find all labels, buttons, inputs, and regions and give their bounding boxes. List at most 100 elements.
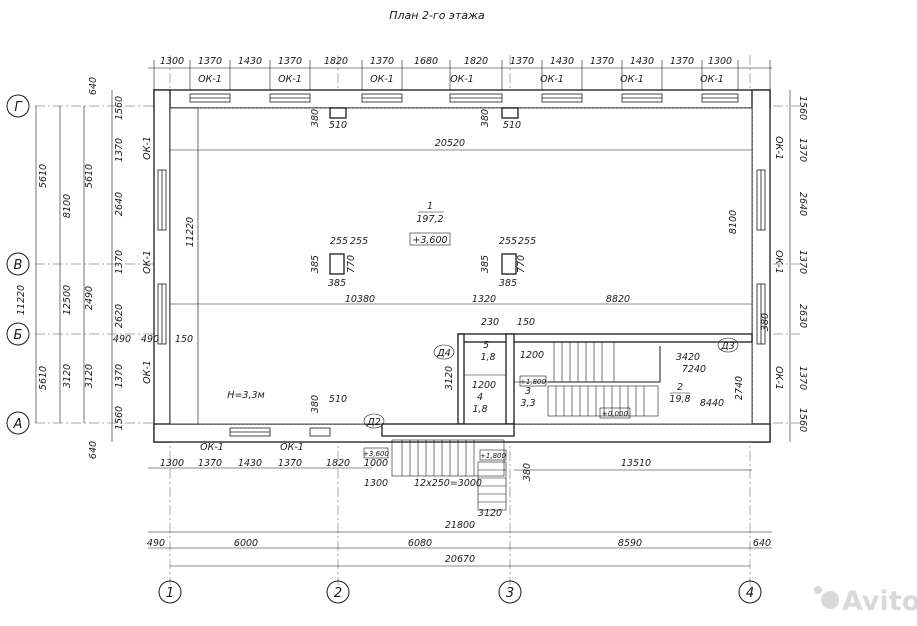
- room-4-label: 4 1,8: [472, 392, 487, 415]
- svg-text:1430: 1430: [238, 458, 262, 469]
- svg-text:+1,800: +1,800: [520, 378, 546, 386]
- svg-text:1370: 1370: [198, 458, 222, 469]
- svg-text:1820: 1820: [326, 458, 350, 469]
- svg-text:1560: 1560: [114, 96, 125, 120]
- plan-title: План 2-го этажа: [389, 9, 485, 22]
- svg-text:5610: 5610: [38, 366, 49, 390]
- svg-text:8440: 8440: [700, 398, 724, 409]
- left-windows: [157, 169, 167, 345]
- window-label: ОК-1: [278, 74, 302, 85]
- pil-dim-510: 510: [329, 120, 347, 131]
- top-dim-8: 1820: [464, 56, 488, 67]
- svg-text:380: 380: [522, 463, 533, 481]
- window-label: ОК-1: [142, 136, 153, 160]
- top-dim-1: 1300: [160, 56, 184, 67]
- svg-text:2740: 2740: [734, 376, 745, 400]
- svg-text:2640: 2640: [114, 192, 125, 216]
- col-dim-385: 385: [310, 255, 321, 273]
- svg-text:1370: 1370: [797, 250, 808, 274]
- top-dim-5: 1820: [324, 56, 348, 67]
- watermark-text: Avito: [842, 586, 917, 617]
- svg-text:1300: 1300: [160, 458, 184, 469]
- window-label: ОК-1: [280, 442, 304, 453]
- axis-letter-a: А: [13, 417, 23, 432]
- svg-text:150: 150: [175, 334, 193, 345]
- svg-text:1370: 1370: [797, 138, 808, 162]
- svg-text:2640: 2640: [797, 192, 808, 216]
- top-dim-2: 1370: [198, 56, 222, 67]
- top-dim-6: 1370: [370, 56, 394, 67]
- col-dim-510: 385: [328, 278, 346, 289]
- axis-number-4: 4: [746, 586, 754, 601]
- top-dimension-chain: 1300 1370 1430 1370 1820 1370 1680 1820 …: [148, 56, 772, 90]
- door-d2: Д2: [366, 417, 380, 428]
- top-dim-4: 1370: [278, 56, 302, 67]
- pil-dim-380b: 380: [480, 109, 491, 127]
- svg-text:490: 490: [147, 538, 165, 549]
- window-label: ОК-1: [773, 366, 784, 390]
- top-dim-14: 1300: [708, 56, 732, 67]
- col-dim-255b: 255: [350, 236, 368, 247]
- svg-text:1560: 1560: [114, 406, 125, 430]
- svg-text:2630: 2630: [797, 304, 808, 328]
- svg-text:2620: 2620: [114, 304, 125, 328]
- window-label: ОК-1: [198, 74, 222, 85]
- axis-number-markers: 1 2 3 4: [158, 580, 762, 604]
- axis-number-3: 3: [506, 586, 514, 601]
- stair-label: 12x250=3000: [414, 478, 482, 489]
- door-d3: Д3: [720, 341, 734, 352]
- svg-text:3,3: 3,3: [520, 398, 535, 409]
- window-labels-top: ОК-1 ОК-1 ОК-1 ОК-1 ОК-1 ОК-1 ОК-1: [198, 74, 724, 85]
- bottom-windows: [229, 427, 331, 437]
- svg-text:1200: 1200: [520, 350, 544, 361]
- pil-dim-380: 380: [310, 109, 321, 127]
- mid-dimension-chain: 10380 1320 8820: [170, 294, 752, 305]
- svg-text:1200: 1200: [472, 380, 496, 391]
- top-dim-10: 1430: [550, 56, 574, 67]
- svg-text:490: 490: [141, 334, 159, 345]
- top-dim-13: 1370: [670, 56, 694, 67]
- col-dim-255c: 255: [499, 236, 517, 247]
- svg-text:3120: 3120: [444, 366, 455, 390]
- svg-text:1320: 1320: [472, 294, 496, 305]
- axis-letter-v: В: [14, 258, 23, 273]
- svg-text:+1,800: +1,800: [480, 452, 506, 460]
- svg-text:8590: 8590: [618, 538, 642, 549]
- room-number: 1: [427, 201, 433, 212]
- svg-text:380: 380: [760, 313, 771, 331]
- window-label: ОК-1: [700, 74, 724, 85]
- svg-text:1000: 1000: [364, 458, 388, 469]
- svg-text:1370: 1370: [114, 138, 125, 162]
- svg-text:4: 4: [477, 392, 483, 403]
- columns: [329, 253, 517, 275]
- svg-text:+0,000: +0,000: [602, 410, 628, 418]
- overall-width: 21800: [445, 520, 475, 531]
- top-dim-11: 1370: [590, 56, 614, 67]
- svg-text:1560: 1560: [797, 96, 808, 120]
- axis-letter-markers: Г В Б А: [6, 94, 30, 435]
- room-1-label: 1 197,2 +3,600 H=3,3м: [227, 201, 451, 401]
- axes-total: 20670: [445, 554, 475, 565]
- top-windows: [189, 93, 739, 103]
- svg-text:8820: 8820: [606, 294, 630, 305]
- stair-block: [381, 333, 753, 511]
- svg-text:1370: 1370: [114, 250, 125, 274]
- svg-text:1370: 1370: [114, 364, 125, 388]
- svg-text:5: 5: [483, 340, 489, 351]
- axis-number-1: 1: [166, 586, 174, 601]
- top-dim-9: 1370: [510, 56, 534, 67]
- window-label: ОК-1: [540, 74, 564, 85]
- room-5-label: 5 1,8: [480, 340, 495, 363]
- room-height: H=3,3м: [227, 390, 264, 401]
- watermark: Avito: [814, 586, 917, 617]
- window-label: ОК-1: [773, 136, 784, 160]
- svg-text:1560: 1560: [797, 408, 808, 432]
- axis-number-2: 2: [334, 586, 342, 601]
- axis-letter-g: Г: [14, 100, 23, 115]
- svg-text:3120: 3120: [478, 508, 502, 519]
- window-label: ОК-1: [773, 250, 784, 274]
- svg-text:6080: 6080: [408, 538, 432, 549]
- svg-text:490: 490: [113, 334, 131, 345]
- col-dim-510b: 385: [499, 278, 517, 289]
- svg-text:+3,600: +3,600: [363, 450, 389, 458]
